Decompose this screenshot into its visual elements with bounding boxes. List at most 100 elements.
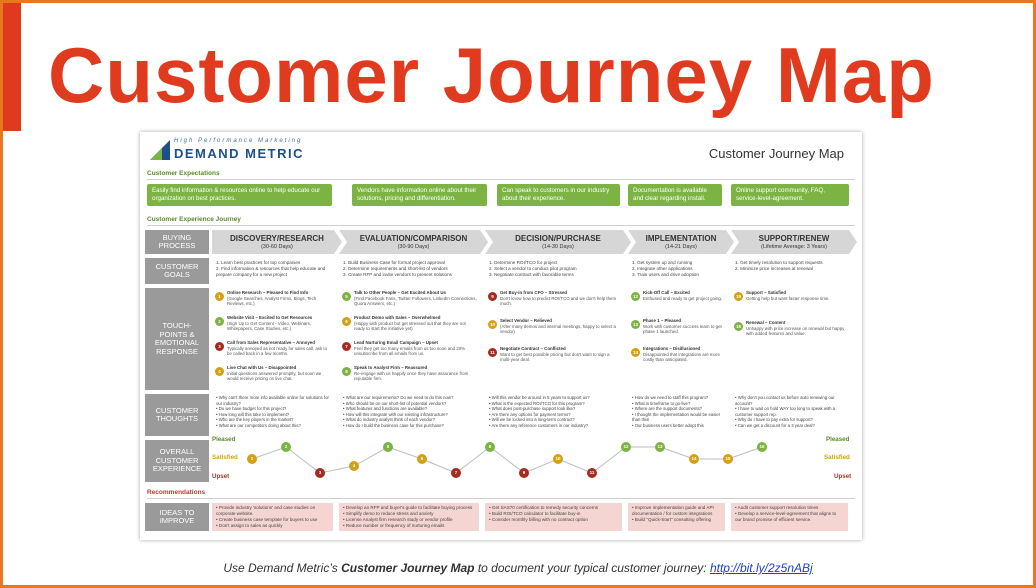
phase-chevron: DISCOVERY/RESEARCH(30-60 Days) [212,230,342,254]
touchpoint-text: (After many demos and internal meetings,… [500,323,616,335]
divider [147,498,855,499]
logo-tagline: High Performance Marketing [174,138,303,144]
emotion-point: 11 [587,468,597,478]
expectation-box: Vendors have information online about th… [352,184,487,206]
touchpoint-number: 14 [631,348,640,357]
row-label-overall: OVERALL CUSTOMER EXPERIENCE [145,440,209,482]
emotion-point: 7 [451,468,461,478]
touchpoint-number: 15 [734,292,743,301]
touchpoint-text: (Happy with product but get stressed out… [354,320,466,332]
emotion-point: 6 [417,454,427,464]
row-label-buying: BUYING PROCESS [145,230,209,254]
touchpoint-text: Getting help but want faster response ti… [746,295,830,301]
phase-name: DISCOVERY/RESEARCH [230,234,324,243]
touchpoint-text: Feel they get too many emails from us to… [354,345,466,357]
idea-box: • Audit customer support resolution time… [731,503,848,531]
goal-cell: 1. Get system up and running 2. Integrat… [632,260,699,277]
touchpoint-title: Support – Satisfied [746,290,787,295]
demand-metric-logo: High Performance Marketing DEMAND METRIC [150,138,350,164]
phase-days: (30-60 Days) [261,244,293,250]
title-accent-bar [3,3,21,131]
row-label-touch: TOUCH-POINTS & EMOTIONAL RESPONSE [145,288,209,390]
touchpoint-title: Product Demo with Sales – Overwhelmed [354,315,441,320]
touchpoint-number: 6 [342,317,351,326]
touchpoint-text: Unhappy with price increase on renewal b… [746,325,845,337]
touchpoint-title: Call from Sales Representative – Annoyed [227,340,315,345]
experience-label: Customer Experience Journey [147,216,241,223]
touchpoint-title: Online Research – Pleased to Find Info [227,290,309,295]
phase-days: (Lifetime Average: 3 Years) [761,244,827,250]
touchpoint-text: Re-engage with us happily once they have… [354,370,469,382]
emotion-point: 12 [621,442,631,452]
touchpoint-title: Live Chat with Us – Disappointed [227,365,297,370]
touchpoint-number: 8 [342,367,351,376]
touchpoint: Product Demo with Sales – Overwhelmed(Ha… [354,315,477,338]
touchpoint-number: 2 [215,317,224,326]
thought-cell: • How do we need to staff this program? … [632,395,721,428]
emo-label-satisfied-left: Satisfied [212,454,238,461]
touchpoint-number: 9 [488,292,497,301]
touchpoint: Select Vendor – Relieved(After many demo… [500,318,620,344]
touchpoint-text: (Sign Up to Get Content - Video, Webinar… [227,320,312,332]
touchpoint: Website Visit – Excited to Get Resources… [227,315,331,338]
touchpoint-number: 16 [734,322,743,331]
touchpoint-title: Talk to Other People – Get Excited About… [354,290,446,295]
touchpoint-text: (Find Facebook Fans, Twitter Followers, … [354,295,477,307]
touchpoint-number: 3 [215,342,224,351]
goal-cell: 1. Determine ROI/TCO for project 2. Sele… [489,260,577,277]
expectation-box: Documentation is available and clear reg… [628,184,722,206]
goal-cell: 1. Build Business Case for formal projec… [343,260,452,277]
thought-cell: • Why don't you contact us before auto r… [735,395,836,428]
goal-cell: 1. Learn best practices for top companie… [216,260,326,277]
emotion-point: 4 [349,461,359,471]
phase-name: DECISION/PURCHASE [515,234,601,243]
recommendations-label: Recommendations [147,489,206,496]
emotion-point: 16 [757,442,767,452]
thought-cell: • What are our requirements? Do we need … [343,395,454,428]
touchpoint-title: Integrations – Disillusioned [643,346,701,351]
caption-prefix: Use Demand Metric’s [223,561,342,575]
phase-chevron: DECISION/PURCHASE(14-30 Days) [485,230,631,254]
emotion-point: 14 [689,454,699,464]
row-label-thoughts: CUSTOMER THOUGHTS [145,394,209,436]
journey-map-image: High Performance Marketing DEMAND METRIC… [140,132,862,540]
emo-label-satisfied-right: Satisfied [824,454,850,461]
idea-box: • Provide industry 'solutions' and case … [212,503,333,531]
emotion-line [251,446,763,474]
map-title: Customer Journey Map [708,146,844,161]
emotion-point: 2 [281,442,291,452]
phase-days: (14-30 Days) [542,244,574,250]
emotion-point: 13 [655,442,665,452]
emotion-point: 5 [383,442,393,452]
emotion-point: 15 [723,454,733,464]
phase-chevron: EVALUATION/COMPARISON(30-90 Days) [339,230,488,254]
touchpoint-title: Website Visit – Excited to Get Resources [227,315,313,320]
emo-label-pleased-left: Pleased [212,436,236,443]
touchpoint-title: Get Buy-in from CFO – Stressed [500,290,568,295]
emotion-line-chart [251,446,763,474]
touchpoint-title: Lead Nurturing Email Campaign – Upset [354,340,438,345]
phase-days: (14-21 Days) [665,244,697,250]
emotion-point: 10 [553,454,563,464]
touchpoint: Talk to Other People – Get Excited About… [354,290,477,313]
touchpoint-number: 4 [215,367,224,376]
thought-cell: • Why can't there more info available on… [216,395,329,428]
touchpoint-number: 7 [342,342,351,351]
logo-mark-icon [150,140,170,160]
touchpoint-text: Typically annoyed as not ready for sales… [227,345,328,357]
touchpoint: Online Research – Pleased to Find Info(G… [227,290,331,313]
caption-link[interactable]: http://bit.ly/2z5nABj [709,561,813,575]
touchpoint-number: 12 [631,292,640,301]
idea-box: • Get SAS70 certification to remedy secu… [485,503,622,531]
touchpoint-text: Enthused and ready to get project going. [643,295,723,301]
divider [147,179,855,180]
